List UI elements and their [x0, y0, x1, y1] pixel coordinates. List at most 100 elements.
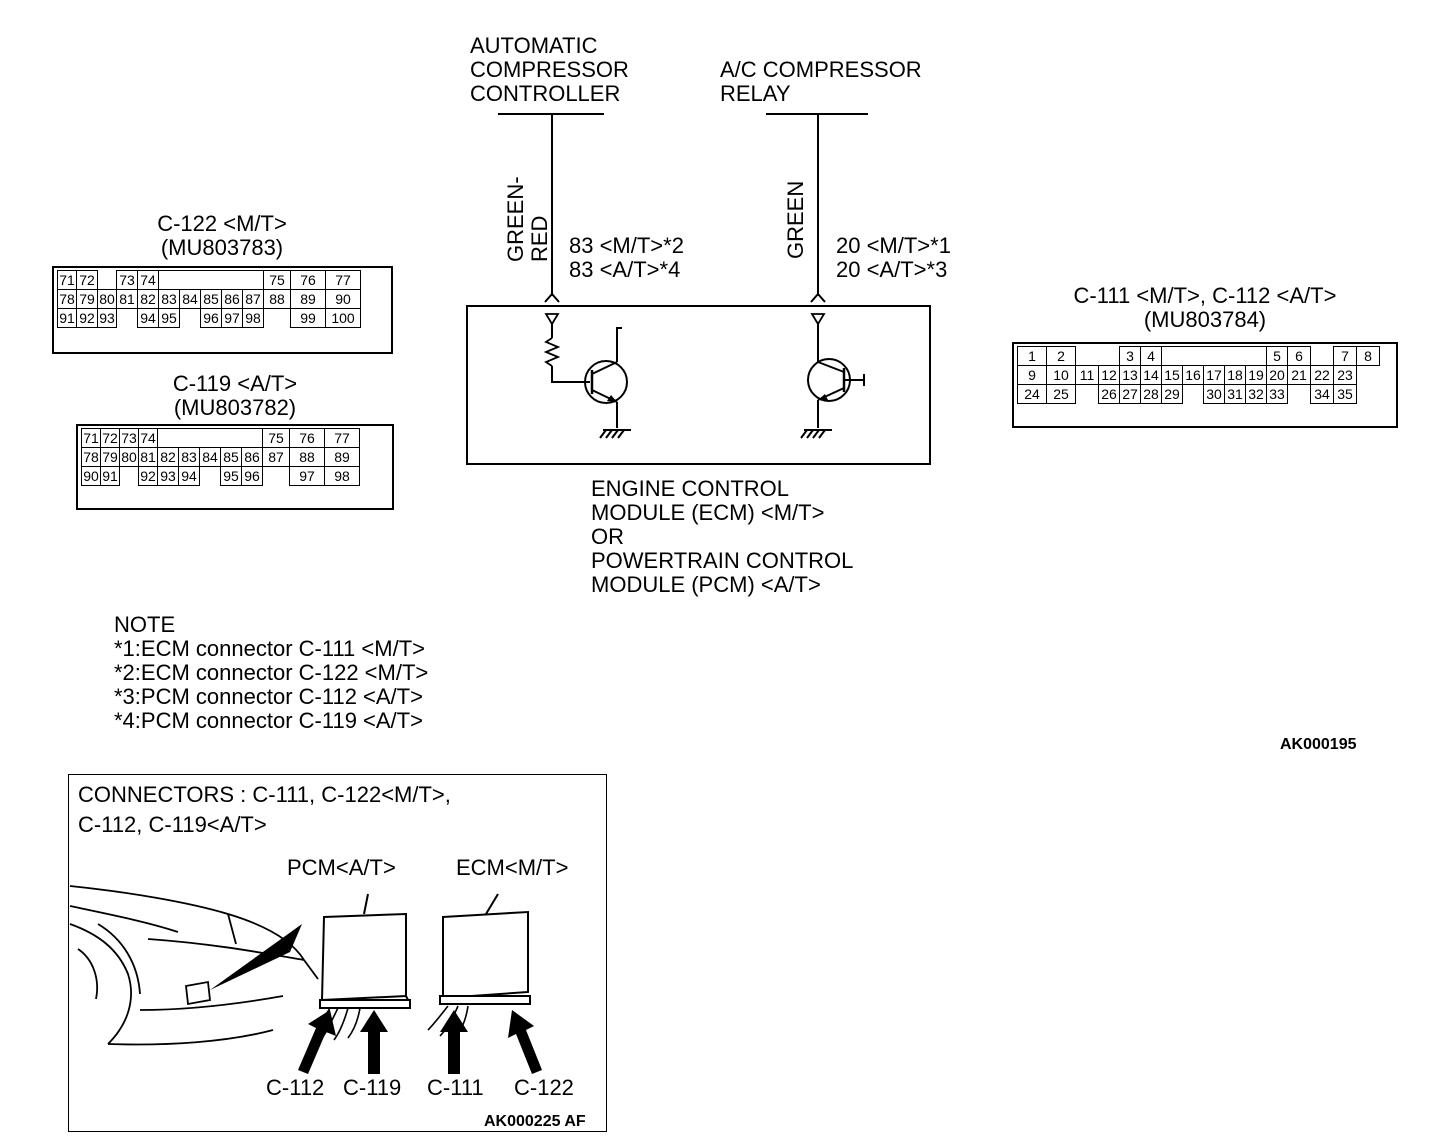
empty-pin-slot: [157, 428, 179, 448]
pin-cell: 95: [220, 466, 242, 486]
pin-cell: 91: [100, 466, 120, 486]
callout-arrow-c112: [298, 1010, 336, 1074]
pin-cell: 18: [1224, 365, 1246, 385]
pin-cell: 87: [262, 447, 290, 467]
pin-cell: 75: [263, 270, 291, 290]
pin-cell: 24: [1017, 384, 1047, 404]
wire-color-right: GREEN: [783, 180, 808, 259]
pin-cell: 93: [157, 466, 179, 486]
empty-pin-slot: [1182, 346, 1204, 366]
pin-cell: 86: [241, 447, 263, 467]
relay-label: A/C COMPRESSOR RELAY: [720, 57, 922, 106]
pin-cell: 87: [242, 289, 264, 309]
pin-cell: 73: [119, 428, 139, 448]
pin-cell: 98: [242, 308, 264, 328]
empty-pin-slot: [241, 428, 263, 448]
pointer-wedge: [210, 924, 302, 990]
location-drawing: [69, 885, 542, 1074]
pin-cell: 22: [1310, 365, 1334, 385]
pin-cell: 27: [1119, 384, 1141, 404]
pin-cell: 4: [1140, 346, 1162, 366]
pin-cell: 73: [116, 270, 138, 290]
pin-cell: 8: [1356, 346, 1380, 366]
pin-cell: 7: [1333, 346, 1357, 366]
wire-color-left: GREEN- RED: [503, 176, 552, 262]
transistor-left: [584, 360, 628, 404]
pin-cell: 80: [119, 447, 139, 467]
dashboard-outline: [69, 885, 319, 1046]
connector-chevron-right: [810, 292, 826, 303]
pin-cell: 78: [57, 289, 77, 309]
pin-cell: 86: [221, 289, 243, 309]
empty-pin-slot: [120, 467, 139, 486]
pin-cell: 94: [137, 308, 159, 328]
pin-cell: 9: [1017, 365, 1047, 385]
pin-cell: 88: [263, 289, 291, 309]
pin-cell: 77: [325, 270, 361, 290]
pin-cell: 15: [1161, 365, 1183, 385]
connector-chevron-left: [544, 292, 560, 303]
empty-pin-slot: [1245, 346, 1267, 366]
ground-symbol-right: [800, 429, 832, 439]
pin-marker-left: [544, 313, 560, 326]
pin-cell: 81: [138, 447, 158, 467]
pin-marker-right: [810, 313, 826, 326]
pin-cell: 71: [81, 428, 101, 448]
ecm-label: ECM<M/T>: [456, 855, 569, 880]
empty-pin-slot: [242, 270, 264, 290]
pin-cell: 72: [76, 270, 98, 290]
empty-pin-slot: [158, 270, 180, 290]
pin-cell: 91: [57, 308, 77, 328]
empty-pin-slot: [98, 271, 117, 290]
location-title: CONNECTORS : C-111, C-122<M/T>, C-112, C…: [78, 782, 451, 837]
callout-arrow-c119: [360, 1010, 388, 1074]
pin-cell: 3: [1119, 346, 1141, 366]
pin-cell: 97: [221, 308, 243, 328]
empty-pin-slot: [180, 309, 201, 328]
pin-cell: 88: [289, 447, 325, 467]
pin-cell: 23: [1333, 365, 1357, 385]
pin-cell: 92: [76, 308, 98, 328]
module-box: [466, 305, 931, 465]
empty-pin-slot: [1311, 347, 1334, 366]
empty-pin-slot: [264, 309, 291, 328]
pin-cell: 85: [200, 289, 222, 309]
pin-cell: 34: [1310, 384, 1334, 404]
note-line: *2:ECM connector C-122 <M/T>: [114, 660, 429, 685]
empty-pin-slot: [178, 428, 200, 448]
empty-pin-slot: [263, 467, 290, 486]
c119-title: C-119 <A/T> (MU803782): [172, 371, 298, 420]
pin-cell: 74: [137, 270, 159, 290]
pin-cell: 20: [1266, 365, 1288, 385]
connector-location-inset: [68, 774, 607, 1132]
pin-cell: 71: [57, 270, 77, 290]
c122-title: C-122 <M/T> (MU803783): [157, 211, 287, 260]
pin-cell: 74: [138, 428, 158, 448]
pin-cell: 6: [1287, 346, 1311, 366]
pin-cell: 75: [262, 428, 290, 448]
callout-c111: C-111: [427, 1075, 484, 1100]
pin-cell: 17: [1203, 365, 1225, 385]
pin-cell: 5: [1266, 346, 1288, 366]
empty-pin-slot: [1076, 347, 1099, 366]
pin-cell: 78: [81, 447, 101, 467]
pin-cell: 82: [137, 289, 159, 309]
note-line: *1:ECM connector C-111 <M/T>: [114, 636, 425, 661]
left-pin-labels: 83 <M/T>*2 83 <A/T>*4: [569, 233, 684, 282]
pin-cell: 92: [138, 466, 158, 486]
pin-cell: 96: [200, 308, 222, 328]
pin-cell: 85: [220, 447, 242, 467]
pin-cell: 1: [1017, 346, 1047, 366]
pin-cell: 89: [324, 447, 360, 467]
empty-pin-slot: [179, 270, 201, 290]
pin-cell: 79: [76, 289, 98, 309]
